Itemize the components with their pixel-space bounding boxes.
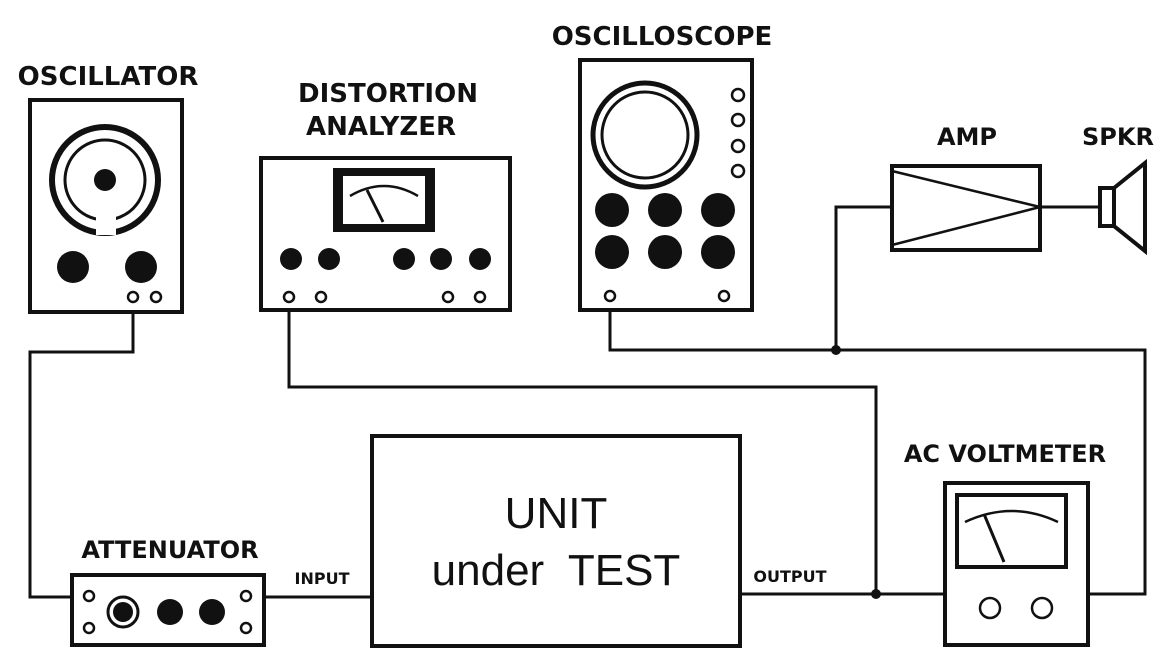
attenuator-jack <box>239 589 253 603</box>
oscilloscope-knob <box>648 235 682 269</box>
ac-voltmeter-label: AC VOLTMETER <box>904 440 1106 468</box>
distortion-knob <box>318 248 340 270</box>
junction-dot <box>831 345 841 355</box>
oscillator: OSCILLATOR <box>18 62 199 314</box>
distortion-analyzer-body <box>259 156 512 312</box>
distortion-jack <box>282 290 296 304</box>
amplifier: AMP <box>890 123 1042 252</box>
ac-voltmeter-needle <box>982 513 1006 563</box>
oscillator-knob <box>125 251 157 283</box>
attenuator-jack <box>82 621 96 635</box>
wire-oscillator-attenuator <box>28 300 135 599</box>
amp-label: AMP <box>937 123 997 151</box>
distortion-analyzer: DISTORTION ANALYZER <box>259 79 512 312</box>
oscilloscope-control <box>730 163 746 179</box>
oscilloscope-knob <box>595 193 629 227</box>
amp-body <box>890 164 1042 252</box>
distortion-meter-needle <box>365 189 385 223</box>
attenuator-knob <box>113 602 133 622</box>
output-label: OUTPUT <box>753 567 826 586</box>
oscilloscope-knob <box>648 193 682 227</box>
wire-oscilloscope <box>608 300 1147 596</box>
attenuator-jack <box>82 589 96 603</box>
oscilloscope-label: OSCILLOSCOPE <box>552 22 773 52</box>
oscillator-label: OSCILLATOR <box>18 62 199 92</box>
speaker: SPKR <box>1082 123 1154 256</box>
oscilloscope-screen-inner <box>600 90 690 180</box>
speaker-magnet <box>1098 186 1116 228</box>
ac-voltmeter-jack <box>1030 596 1054 620</box>
oscilloscope-screen-outer <box>590 80 700 190</box>
distortion-knob <box>469 248 491 270</box>
distortion-knob <box>393 248 415 270</box>
oscillator-jack <box>126 290 140 304</box>
distortion-meter-face <box>343 176 425 224</box>
attenuator-knob-ring <box>106 595 140 629</box>
distortion-jack <box>441 290 455 304</box>
wire-amp <box>834 205 892 350</box>
wire-distortion-analyzer <box>287 300 878 594</box>
ac-voltmeter-scale <box>964 509 1059 524</box>
distortion-meter-scale <box>349 184 419 198</box>
unit-label-line1: UNIT <box>505 489 608 538</box>
oscilloscope-jack <box>717 289 731 303</box>
ac-voltmeter: AC VOLTMETER <box>904 440 1106 647</box>
oscilloscope-control <box>730 87 746 103</box>
attenuator-label: ATTENUATOR <box>81 536 258 564</box>
oscilloscope-knob <box>701 235 735 269</box>
input-label: INPUT <box>295 569 350 588</box>
oscillator-knob <box>57 251 89 283</box>
attenuator: ATTENUATOR <box>70 536 266 647</box>
oscilloscope-knob <box>595 235 629 269</box>
distortion-knob <box>430 248 452 270</box>
amp-symbol-line <box>891 205 1041 247</box>
spkr-label: SPKR <box>1082 123 1154 151</box>
attenuator-knob <box>199 599 225 625</box>
ac-voltmeter-jack <box>978 596 1002 620</box>
oscilloscope-control <box>730 112 746 128</box>
distortion-jack <box>314 290 328 304</box>
wiring <box>28 205 1147 599</box>
unit-under-test: UNIT under TEST INPUT OUTPUT <box>295 434 827 648</box>
oscillator-dial-knob <box>94 169 116 191</box>
attenuator-jack <box>239 621 253 635</box>
unit-under-test-body <box>370 434 742 648</box>
attenuator-knob <box>157 599 183 625</box>
ac-voltmeter-meter <box>955 493 1068 569</box>
oscilloscope-control <box>730 138 746 154</box>
junction-dot <box>871 589 881 599</box>
distortion-jack <box>473 290 487 304</box>
oscilloscope-knob <box>701 193 735 227</box>
unit-label-line2: under TEST <box>432 546 681 595</box>
oscilloscope: OSCILLOSCOPE <box>552 22 773 312</box>
distortion-label-line2: ANALYZER <box>306 112 456 142</box>
distortion-knob <box>280 248 302 270</box>
speaker-cone <box>1112 158 1147 256</box>
oscillator-dial-gap <box>96 205 116 235</box>
amp-symbol-line <box>891 169 1041 209</box>
oscillator-jack <box>149 290 163 304</box>
distortion-label-line1: DISTORTION <box>298 79 478 109</box>
oscilloscope-jack <box>603 289 617 303</box>
